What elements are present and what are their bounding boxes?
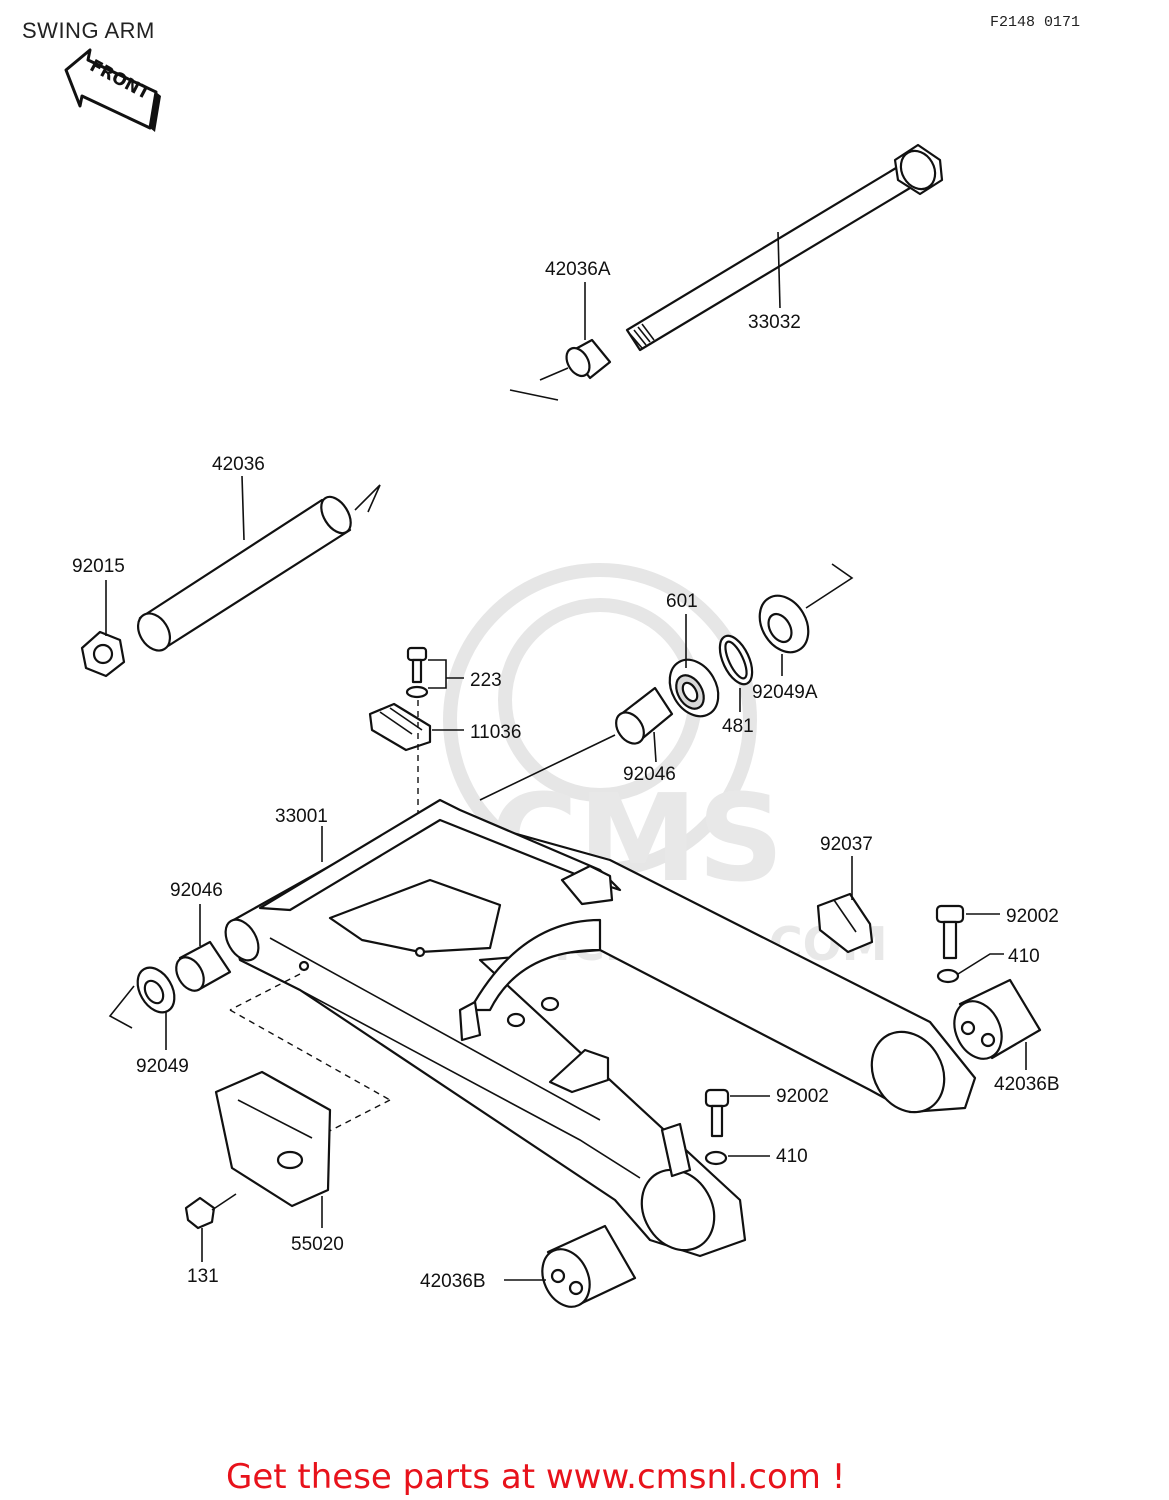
label-131: 131 bbox=[187, 1266, 219, 1287]
adjuster-42036b-bottom bbox=[541, 1224, 637, 1308]
nut-92015 bbox=[80, 630, 126, 678]
label-92049: 92049 bbox=[136, 1056, 189, 1077]
chain-slipper-55020 bbox=[214, 1070, 332, 1208]
label-92049a: 92049A bbox=[752, 682, 818, 703]
part-labels: 42036A 33032 42036 92015 601 223 11036 4… bbox=[72, 259, 1060, 1292]
bolt-92002-mid bbox=[704, 1088, 730, 1166]
label-410-right: 410 bbox=[1008, 946, 1040, 967]
bolt-223 bbox=[405, 646, 429, 699]
page-title: SWING ARM bbox=[22, 18, 155, 43]
sleeve-42036 bbox=[136, 484, 381, 652]
label-42036b-bottom: 42036B bbox=[420, 1271, 486, 1292]
label-42036a: 42036A bbox=[545, 259, 611, 280]
circlip-481 bbox=[718, 634, 754, 686]
swing-arm-33001 bbox=[224, 798, 977, 1258]
label-92046-top: 92046 bbox=[623, 764, 676, 785]
bolt-92002-right bbox=[935, 904, 965, 984]
label-92002-right: 92002 bbox=[1006, 906, 1059, 927]
label-92015: 92015 bbox=[72, 556, 125, 577]
front-arrow-icon: FRONT bbox=[64, 48, 161, 132]
label-55020: 55020 bbox=[291, 1234, 344, 1255]
leader-lines bbox=[105, 231, 1027, 1281]
label-223: 223 bbox=[470, 670, 502, 691]
pivot-shaft-33032 bbox=[625, 143, 944, 352]
needle-bearing-92046-left bbox=[175, 940, 232, 992]
label-601: 601 bbox=[666, 591, 698, 612]
seal-92049a bbox=[758, 563, 854, 654]
label-92037: 92037 bbox=[820, 834, 873, 855]
label-33001: 33001 bbox=[275, 806, 328, 827]
label-481: 481 bbox=[722, 716, 754, 737]
chain-guide-11036 bbox=[368, 702, 432, 752]
ball-bearing-601 bbox=[668, 658, 720, 718]
label-11036: 11036 bbox=[470, 722, 521, 743]
label-33032: 33032 bbox=[748, 312, 801, 333]
promo-footer: Get these parts at www.cmsnl.com ! bbox=[226, 1457, 845, 1497]
label-42036: 42036 bbox=[212, 454, 265, 475]
seal-92049 bbox=[108, 966, 176, 1029]
needle-bearing-92046-top bbox=[615, 686, 674, 745]
adjuster-42036b-right bbox=[953, 978, 1042, 1060]
bolt-131 bbox=[184, 1193, 237, 1230]
label-92002-mid: 92002 bbox=[776, 1086, 829, 1107]
label-410-mid: 410 bbox=[776, 1146, 808, 1167]
label-42036b-right: 42036B bbox=[994, 1074, 1060, 1095]
label-92046-left: 92046 bbox=[170, 880, 223, 901]
diagram-code: F2148 0171 bbox=[990, 14, 1080, 31]
slipper-92037 bbox=[816, 892, 874, 954]
collar-42036a bbox=[509, 338, 612, 401]
